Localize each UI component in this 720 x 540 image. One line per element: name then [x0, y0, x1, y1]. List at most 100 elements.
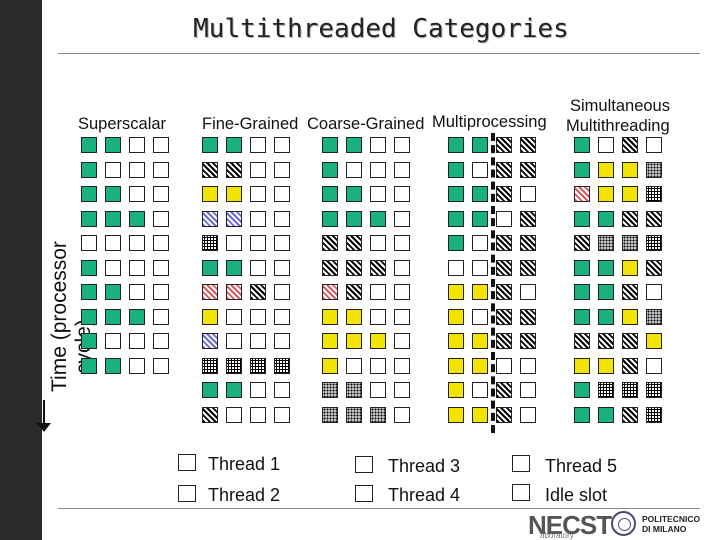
issue-slot-coarse-r1-c3: [394, 161, 410, 178]
title-divider: [58, 53, 700, 54]
issue-slot-smt-r7-c3: [646, 308, 662, 325]
page-title: Multithreaded Categories: [193, 14, 569, 44]
issue-slot-mp-r9-c3: [520, 357, 536, 374]
legend-label-thread-5: Thread 5: [545, 456, 618, 476]
issue-slot-fine-r1-c1: [226, 161, 242, 178]
issue-slot-mp-r8-c1: [472, 333, 488, 349]
issue-slot-coarse-r4-c2: [370, 235, 386, 251]
issue-slot-superscalar-r4-c0: [81, 235, 97, 251]
issue-slot-superscalar-r3-c1: [105, 210, 121, 227]
issue-slot-mp-r8-c3: [520, 333, 536, 349]
issue-slot-superscalar-r9-c0: [81, 357, 97, 374]
issue-slot-superscalar-r6-c2: [129, 284, 145, 300]
issue-slot-superscalar-r4-c2: [129, 235, 145, 251]
issue-slot-smt-r11-c1: [598, 406, 614, 423]
issue-slot-smt-r4-c3: [646, 235, 662, 251]
issue-slot-fine-r5-c1: [226, 259, 242, 276]
issue-slot-fine-r7-c0: [202, 308, 218, 325]
issue-slot-coarse-r1-c1: [346, 161, 362, 178]
issue-slot-mp-r6-c1: [472, 284, 488, 300]
issue-slot-superscalar-r2-c2: [129, 186, 145, 202]
issue-slot-fine-r5-c2: [250, 259, 266, 276]
issue-slot-mp-r6-c3: [520, 284, 536, 300]
issue-slot-coarse-r2-c2: [370, 186, 386, 202]
issue-slot-coarse-r0-c0: [322, 137, 338, 153]
issue-slot-coarse-r6-c1: [346, 284, 362, 300]
issue-slot-mp-r7-c1: [472, 308, 488, 325]
issue-slot-coarse-r11-c1: [346, 406, 362, 423]
issue-slot-coarse-r8-c0: [322, 333, 338, 349]
issue-slot-mp-r6-c0: [448, 284, 464, 300]
issue-slot-fine-r2-c1: [226, 186, 242, 202]
issue-slot-mp-r2-c1: [472, 186, 488, 202]
issue-slot-mp-r7-c0: [448, 308, 464, 325]
issue-slot-coarse-r10-c3: [394, 382, 410, 398]
issue-slot-superscalar-r7-c3: [153, 308, 169, 325]
necst-logo-subtitle: aboratory: [540, 531, 574, 540]
issue-slot-mp-r3-c0: [448, 210, 464, 227]
issue-slot-coarse-r5-c0: [322, 259, 338, 276]
issue-slot-superscalar-r5-c2: [129, 259, 145, 276]
issue-slot-superscalar-r2-c3: [153, 186, 169, 202]
issue-slot-superscalar-r6-c0: [81, 284, 97, 300]
issue-slot-mp-r0-c2: [496, 137, 512, 153]
issue-slot-smt-r10-c0: [574, 382, 590, 398]
issue-slot-fine-r9-c1: [226, 357, 242, 374]
issue-slot-smt-r5-c3: [646, 259, 662, 276]
issue-slot-smt-r1-c3: [646, 161, 662, 178]
issue-slot-coarse-r2-c3: [394, 186, 410, 202]
issue-slot-coarse-r10-c2: [370, 382, 386, 398]
issue-slot-mp-r1-c0: [448, 161, 464, 178]
issue-slot-coarse-r4-c3: [394, 235, 410, 251]
issue-slot-smt-r1-c1: [598, 161, 614, 178]
issue-slot-smt-r8-c2: [622, 333, 638, 349]
issue-slot-mp-r10-c2: [496, 382, 512, 398]
issue-slot-mp-r9-c2: [496, 357, 512, 374]
issue-slot-smt-r5-c2: [622, 259, 638, 276]
issue-slot-coarse-r9-c0: [322, 357, 338, 374]
issue-slot-superscalar-r5-c1: [105, 259, 121, 276]
issue-slot-fine-r11-c1: [226, 406, 242, 423]
issue-slot-smt-r0-c1: [598, 137, 614, 153]
issue-slot-smt-r4-c0: [574, 235, 590, 251]
issue-slot-smt-r2-c0: [574, 186, 590, 202]
issue-slot-smt-r6-c2: [622, 284, 638, 300]
issue-slot-smt-r9-c2: [622, 357, 638, 374]
issue-slot-smt-r7-c1: [598, 308, 614, 325]
issue-slot-smt-r6-c0: [574, 284, 590, 300]
column-heading-smt-line1: Simultaneous: [570, 97, 670, 115]
issue-slot-superscalar-r0-c2: [129, 137, 145, 153]
legend-swatch-thread-5: [512, 455, 530, 472]
issue-slot-superscalar-r1-c0: [81, 161, 97, 178]
issue-slot-coarse-r11-c2: [370, 406, 386, 423]
issue-slot-smt-r6-c3: [646, 284, 662, 300]
issue-slot-mp-r1-c2: [496, 161, 512, 178]
issue-slot-mp-r2-c0: [448, 186, 464, 202]
issue-slot-fine-r7-c3: [274, 308, 290, 325]
issue-slot-smt-r8-c0: [574, 333, 590, 349]
issue-slot-fine-r4-c3: [274, 235, 290, 251]
issue-slot-superscalar-r7-c2: [129, 308, 145, 325]
processor-divider-dashed-line: [491, 133, 495, 433]
issue-slot-smt-r11-c3: [646, 406, 662, 423]
issue-slot-mp-r7-c3: [520, 308, 536, 325]
issue-slot-coarse-r4-c1: [346, 235, 362, 251]
issue-slot-coarse-r0-c3: [394, 137, 410, 153]
issue-slot-fine-r5-c0: [202, 259, 218, 276]
issue-slot-smt-r11-c0: [574, 406, 590, 423]
issue-slot-coarse-r2-c0: [322, 186, 338, 202]
issue-slot-mp-r10-c3: [520, 382, 536, 398]
issue-slot-superscalar-r9-c2: [129, 357, 145, 374]
issue-slot-fine-r1-c2: [250, 161, 266, 178]
issue-slot-coarse-r7-c3: [394, 308, 410, 325]
issue-slot-mp-r3-c2: [496, 210, 512, 227]
issue-slot-smt-r0-c0: [574, 137, 590, 153]
issue-slot-smt-r4-c1: [598, 235, 614, 251]
issue-slot-fine-r0-c3: [274, 137, 290, 153]
legend-label-thread-4: Thread 4: [388, 485, 461, 505]
issue-slot-coarse-r11-c0: [322, 406, 338, 423]
issue-slot-smt-r10-c3: [646, 382, 662, 398]
issue-slot-mp-r1-c3: [520, 161, 536, 178]
issue-slot-coarse-r8-c3: [394, 333, 410, 349]
issue-slot-coarse-r3-c1: [346, 210, 362, 227]
